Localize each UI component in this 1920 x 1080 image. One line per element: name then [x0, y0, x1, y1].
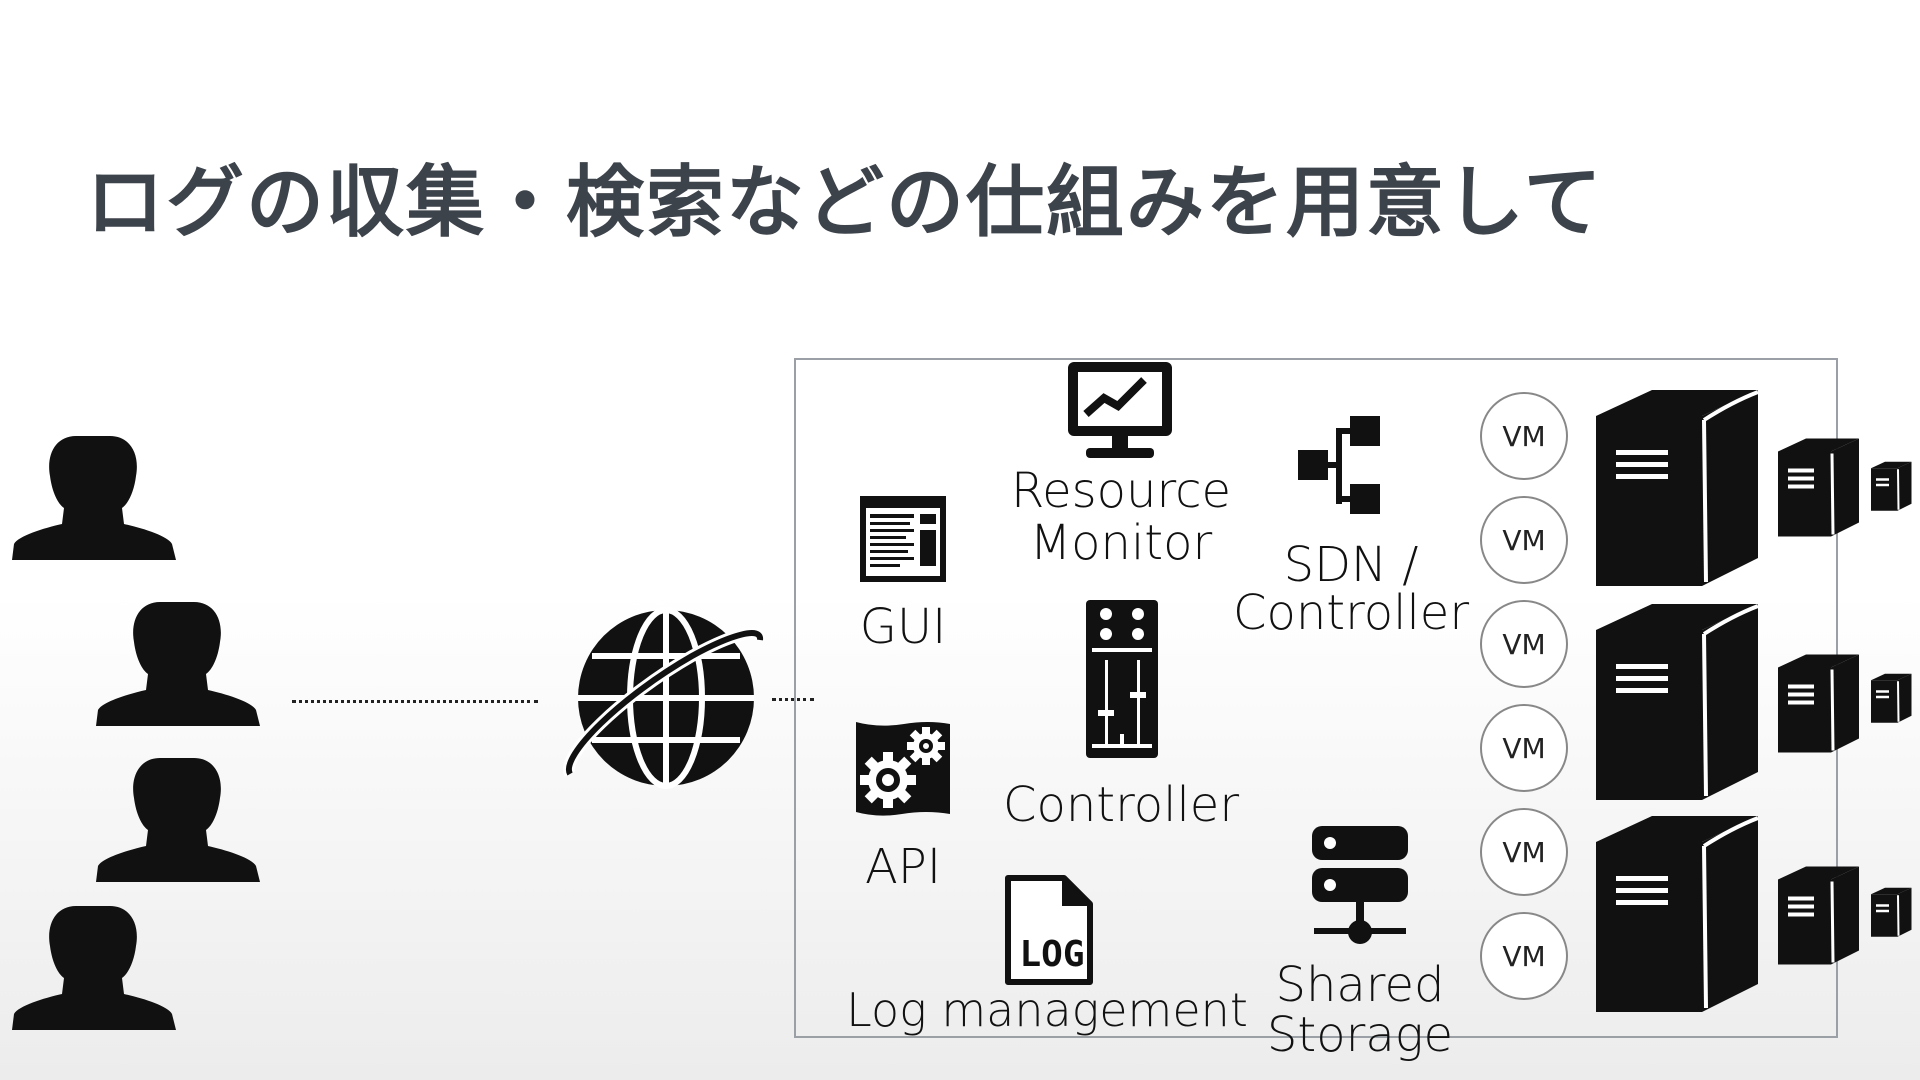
vm-badge: VM [1480, 704, 1568, 792]
api-gears-icon [856, 722, 950, 816]
server-tower-small-icon [1778, 654, 1859, 753]
vm-badge: VM [1480, 600, 1568, 688]
storage-server-icon [1312, 826, 1408, 944]
sdn-label-line1: SDN / [1283, 537, 1419, 593]
log-file-icon: LOG [1005, 875, 1093, 985]
server-tower-tiny-icon [1871, 887, 1912, 937]
vm-badge: VM [1480, 496, 1568, 584]
server-tower-icon [1596, 816, 1759, 1012]
user-icon [12, 436, 176, 560]
user-icon [12, 906, 176, 1030]
log-management-label: Log management [846, 983, 1248, 1037]
sdn-label-line2: Controller [1232, 585, 1470, 641]
slide-title: ログの収集・検索などの仕組みを用意して [86, 158, 1604, 248]
controller-label: Controller [1002, 777, 1240, 833]
server-tower-small-icon [1778, 866, 1859, 965]
users-to-internet-connector [292, 700, 538, 703]
shared-storage-label-line2: Storage [1266, 1007, 1454, 1063]
server-tower-small-icon [1778, 438, 1859, 537]
resource-monitor-icon [1068, 362, 1172, 458]
vm-badge: VM [1480, 808, 1568, 896]
server-tower-tiny-icon [1871, 673, 1912, 723]
shared-storage-label-line1: Shared [1275, 957, 1445, 1013]
server-tower-tiny-icon [1871, 461, 1912, 511]
server-tower-icon [1596, 604, 1759, 800]
gui-label: GUI [859, 599, 947, 655]
globe-icon [563, 607, 766, 789]
server-tower-icon [1596, 390, 1759, 586]
vm-badge: VM [1480, 912, 1568, 1000]
api-label: API [865, 839, 941, 895]
vm-badge: VM [1480, 392, 1568, 480]
resource-monitor-label-line1: Resource [1010, 463, 1232, 519]
network-topology-icon [1298, 416, 1380, 514]
log-icon-text: LOG [1019, 934, 1084, 975]
user-icon [96, 758, 260, 882]
controller-mixer-icon [1086, 600, 1158, 758]
user-icon [96, 602, 260, 726]
resource-monitor-label-line2: Monitor [1029, 515, 1213, 571]
internet-to-system-connector [772, 698, 814, 701]
gui-window-icon [860, 496, 946, 582]
